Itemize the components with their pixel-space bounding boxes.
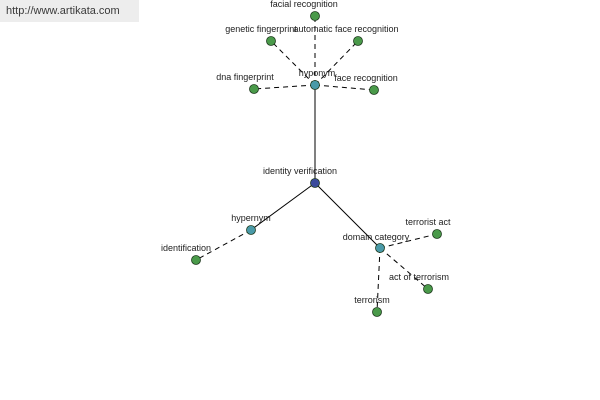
edge-hyponym-to-dna-fingerprint xyxy=(253,84,316,90)
node-terrorist-act[interactable] xyxy=(432,229,442,239)
node-label-act-of-terrorism[interactable]: act of terrorism xyxy=(389,272,449,282)
node-label-terrorist-act[interactable]: terrorist act xyxy=(405,217,451,227)
watermark-url[interactable]: http://www.artikata.com xyxy=(0,0,139,22)
node-automatic-face-recognition[interactable] xyxy=(353,36,363,46)
node-label-automatic-face-recognition[interactable]: automatic face recognition xyxy=(293,24,398,34)
node-label-face-recognition[interactable]: face recognition xyxy=(334,73,398,83)
edge-hyponym-to-automatic-face-recognition xyxy=(314,40,359,86)
node-label-terrorism[interactable]: terrorism xyxy=(354,295,390,305)
node-facial-recognition[interactable] xyxy=(310,11,320,21)
edge-domain-category-to-act-of-terrorism xyxy=(379,247,429,290)
node-domain-category[interactable] xyxy=(375,243,385,253)
node-face-recognition[interactable] xyxy=(369,85,379,95)
node-label-hyponym[interactable]: hyponym xyxy=(299,68,336,78)
node-terrorism[interactable] xyxy=(372,307,382,317)
node-label-identity-verification[interactable]: identity verification xyxy=(263,166,337,176)
node-hypernym[interactable] xyxy=(246,225,256,235)
node-dna-fingerprint[interactable] xyxy=(249,84,259,94)
node-label-hypernym[interactable]: hypernym xyxy=(231,213,271,223)
edge-hypernym-to-identification xyxy=(195,229,252,261)
edge-hyponym-to-face-recognition xyxy=(314,84,375,91)
node-label-facial-recognition[interactable]: facial recognition xyxy=(270,0,338,9)
node-act-of-terrorism[interactable] xyxy=(423,284,433,294)
node-label-identification[interactable]: identification xyxy=(161,243,211,253)
edge-domain-category-to-terrorist-act xyxy=(379,233,438,249)
node-hyponym[interactable] xyxy=(310,80,320,90)
node-label-domain-category[interactable]: domain category xyxy=(343,232,410,242)
edge-domain-category-to-terrorism xyxy=(376,247,381,313)
node-label-dna-fingerprint[interactable]: dna fingerprint xyxy=(216,72,274,82)
node-identity-verification[interactable] xyxy=(310,178,320,188)
node-genetic-fingerprint[interactable] xyxy=(266,36,276,46)
node-identification[interactable] xyxy=(191,255,201,265)
edge-identity-verification-to-hypernym xyxy=(250,182,316,231)
edge-identity-verification-to-domain-category xyxy=(314,182,381,249)
edge-hyponym-to-genetic-fingerprint xyxy=(270,40,316,86)
node-label-genetic-fingerprint[interactable]: genetic fingerprint xyxy=(225,24,297,34)
